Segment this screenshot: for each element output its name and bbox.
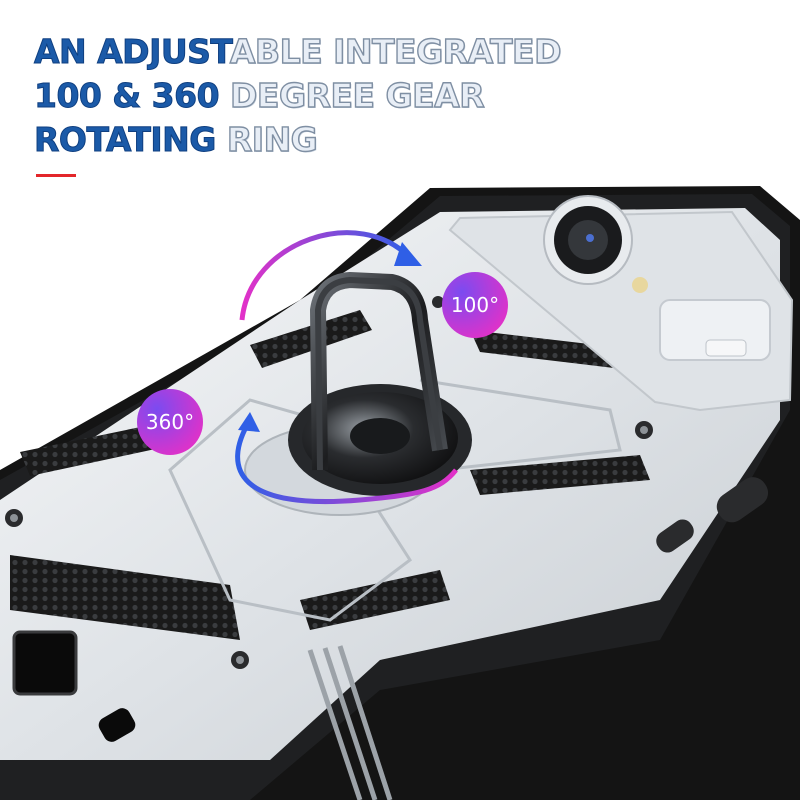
grip-panel [470,455,650,495]
badge-360: 360° [137,389,203,455]
screw [432,296,444,308]
headline-line-1: AN ADJUSTABLE INTEGRATED [34,30,563,74]
headline-line-1-light: ABLE INTEGRATED [229,31,562,71]
flash-icon [632,277,648,293]
grip-panel [10,555,240,640]
port-cutout [98,708,136,742]
headline-line-2-light: DEGREE GEAR [219,75,485,115]
headline-line-2-strong: 100 & 360 [33,76,220,116]
headline-line-3-strong: ROTATING [34,120,217,160]
screw [231,651,249,669]
grip-panel [20,425,160,476]
camera-lens [543,195,633,285]
port-cutout [12,630,78,696]
arrow-head-icon [238,412,260,432]
camera-slider[interactable] [448,210,794,412]
badge-100: 100° [442,272,508,338]
side-button[interactable] [652,516,697,557]
headline-line-2: 100 & 360 DEGREE GEAR [33,74,561,118]
volume-button[interactable] [711,472,773,528]
ring-disc[interactable] [288,384,472,496]
screw [5,509,23,527]
screw [635,421,653,439]
headline-line-3-light: RING [215,119,318,159]
arrow-head-icon [394,242,422,266]
accent-divider [36,174,76,177]
headline-line-1-strong: AN ADJUST [34,32,231,72]
badge-100-label: 100° [451,293,499,317]
grip-panel [470,330,648,372]
badge-360-label: 360° [146,410,194,434]
headline-line-3: ROTATING RING [34,118,561,162]
arrow-arc-100 [239,230,412,321]
headline: AN ADJUSTABLE INTEGRATED 100 & 360 DEGRE… [33,30,563,162]
arrow-arc-360 [235,418,458,504]
